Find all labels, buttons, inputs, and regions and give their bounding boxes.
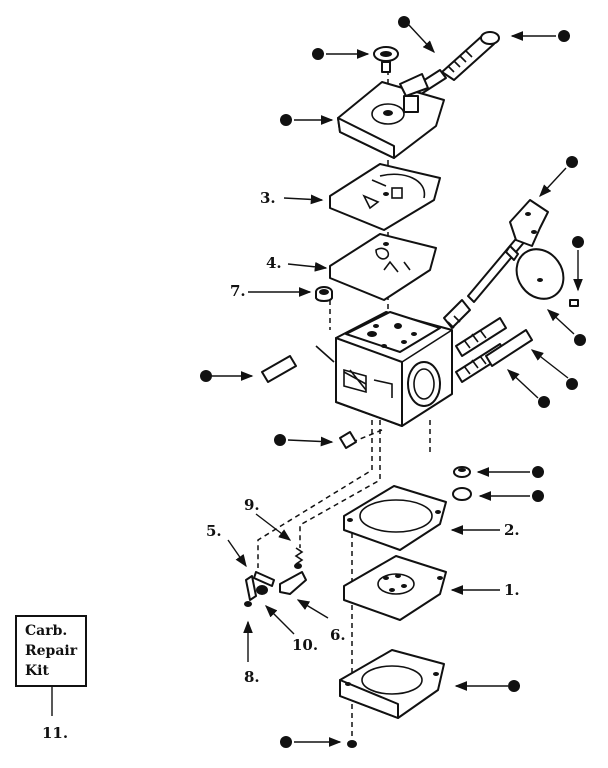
callout-4: 4. <box>266 254 282 272</box>
repair-kit-box: Carb. Repair Kit <box>15 615 87 687</box>
filled-dot-icon <box>566 156 578 168</box>
reference-leaders <box>212 23 583 747</box>
pump-diaphragm <box>329 163 441 231</box>
metering-cover <box>339 649 445 719</box>
filled-dot-icon <box>566 378 578 390</box>
callout-11: 11. <box>42 724 68 742</box>
fuel-filter-screen <box>315 286 333 302</box>
reference-markers <box>200 16 586 748</box>
inlet-needle <box>244 575 257 607</box>
throttle-shaft <box>443 199 549 329</box>
metering-diaphragm <box>343 555 447 621</box>
check-ball <box>339 431 357 449</box>
callout-1: 1. <box>504 581 520 599</box>
metering-lever <box>279 571 307 595</box>
filled-dot-icon <box>274 434 286 446</box>
callout-3: 3. <box>260 189 276 207</box>
filled-dot-icon <box>398 16 410 28</box>
callout-labels: 3. 4. 7. 2. 1. 9. 5. 6. 10. 8. 11. <box>42 189 520 742</box>
callout-5: 5. <box>206 522 222 540</box>
callout-10: 10. <box>292 636 318 654</box>
callout-7: 7. <box>230 282 246 300</box>
throttle-plate <box>515 248 579 307</box>
filled-dot-icon <box>312 48 324 60</box>
choke-shaft-spring <box>261 345 335 383</box>
callout-9: 9. <box>244 496 260 514</box>
metering-gasket <box>343 485 447 551</box>
welch-plug <box>373 46 399 93</box>
callout-2: 2. <box>504 521 520 539</box>
filled-dot-icon <box>574 334 586 346</box>
kit-box-line-1: Carb. <box>25 623 68 639</box>
pump-gasket <box>329 233 437 301</box>
filled-dot-icon <box>280 736 292 748</box>
filled-dot-icon <box>532 490 544 502</box>
filled-dot-icon <box>558 30 570 42</box>
pump-cover <box>337 73 445 159</box>
inlet-seal <box>452 466 472 501</box>
filled-dot-icon <box>538 396 550 408</box>
metering-spring <box>294 547 304 569</box>
callout-6: 6. <box>330 626 346 644</box>
filled-dot-icon <box>532 466 544 478</box>
carburetor-body <box>335 311 453 427</box>
callout-leaders <box>227 194 500 662</box>
callout-8: 8. <box>244 668 260 686</box>
filled-dot-icon <box>200 370 212 382</box>
filled-dot-icon <box>508 680 520 692</box>
cover-screw <box>347 740 357 748</box>
mixture-needles <box>455 317 533 383</box>
kit-box-line-3: Kit <box>25 663 49 679</box>
filled-dot-icon <box>280 114 292 126</box>
kit-box-line-2: Repair <box>25 643 78 659</box>
lever-pin <box>253 571 275 595</box>
filled-dot-icon <box>572 236 584 248</box>
